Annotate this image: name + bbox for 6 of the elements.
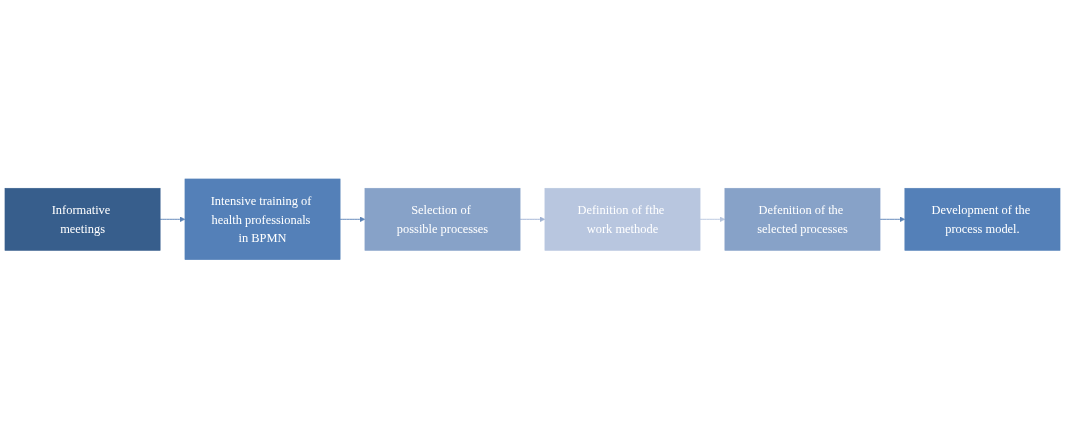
node-box: Definition of fthe work methode bbox=[544, 188, 701, 251]
node-box: Development of the process model. bbox=[904, 188, 1061, 251]
node-box: Selection of possible processes bbox=[364, 188, 521, 251]
node-box: Informative meetings bbox=[4, 188, 161, 251]
node-box: Intensive training of health professionals in BPMN bbox=[184, 178, 341, 261]
node-box: Defenition of the selected processes bbox=[724, 188, 881, 251]
